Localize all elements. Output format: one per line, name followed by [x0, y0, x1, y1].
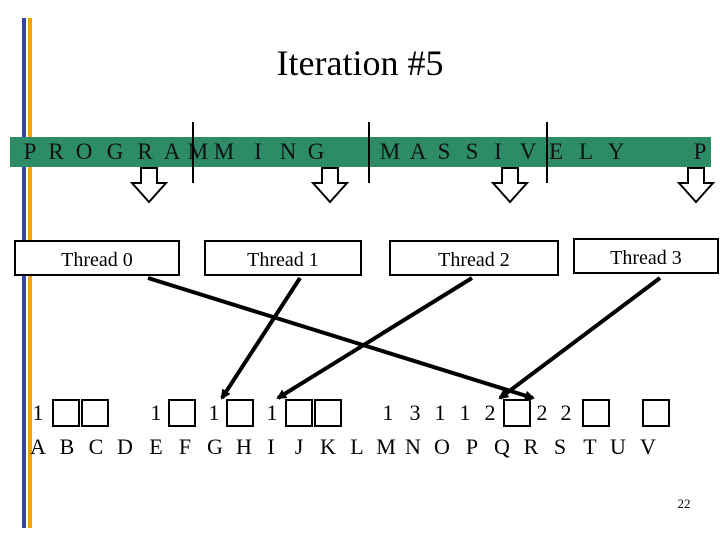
alphabet-letter: T	[583, 434, 597, 459]
thread-2-box: Thread 2	[389, 240, 559, 276]
banner-char: R	[137, 139, 153, 164]
banner-char: E	[548, 139, 564, 164]
thread-3-box: Thread 3	[573, 238, 719, 274]
alphabet-letter: N	[405, 434, 421, 459]
histogram-count: 2	[560, 400, 572, 425]
alphabet-letter: A	[30, 434, 46, 459]
down-arrow-icon	[129, 167, 169, 204]
banner-char: A	[163, 139, 181, 164]
alphabet-letter: G	[207, 434, 223, 459]
alphabet-letter: U	[610, 434, 626, 459]
histogram-empty-cell	[168, 399, 196, 427]
banner-char: M	[213, 139, 235, 164]
histogram-count: 1	[32, 400, 44, 425]
arrow-thread0-to-histogram	[147, 276, 535, 401]
histogram-count: 3	[409, 400, 421, 425]
slide-title: Iteration #5	[276, 43, 444, 83]
banner-char: P	[693, 139, 707, 164]
input-string-banner	[10, 137, 711, 167]
thread-0-box: Thread 0	[14, 240, 180, 276]
down-arrow-icon	[310, 167, 350, 204]
arrow-thread2-to-histogram	[276, 276, 474, 400]
banner-char: P	[23, 139, 37, 164]
banner-char: S	[437, 139, 451, 164]
histogram-count: 1	[150, 400, 162, 425]
banner-char: V	[519, 139, 537, 164]
alphabet-letter: B	[59, 434, 75, 459]
alphabet-letter: D	[117, 434, 133, 459]
alphabet-letter: V	[640, 434, 656, 459]
histogram-count: 1	[459, 400, 471, 425]
banner-char: G	[106, 139, 124, 164]
alphabet-letter: Q	[494, 434, 510, 459]
banner-char: O	[75, 139, 93, 164]
histogram-empty-cell	[81, 399, 109, 427]
histogram-count: 1	[382, 400, 394, 425]
alphabet-letter: L	[350, 434, 364, 459]
alphabet-letter: I	[267, 434, 275, 459]
histogram-empty-cell	[503, 399, 531, 427]
histogram-empty-cell	[52, 399, 80, 427]
page-number: 22	[677, 496, 691, 511]
histogram-empty-cell	[226, 399, 254, 427]
arrow-thread1-to-histogram	[220, 276, 302, 400]
histogram-count: 1	[208, 400, 220, 425]
banner-char: S	[465, 139, 479, 164]
banner-char: Y	[607, 139, 625, 164]
banner-char: A	[409, 139, 427, 164]
histogram-empty-cell	[642, 399, 670, 427]
banner-char: I	[254, 139, 262, 164]
alphabet-letter: H	[236, 434, 252, 459]
down-arrow-icon	[676, 167, 716, 204]
banner-char: G	[307, 139, 325, 164]
banner-char: M	[379, 139, 401, 164]
thread-1-box: Thread 1	[204, 240, 362, 276]
alphabet-letter: J	[294, 434, 304, 459]
alphabet-letter: K	[320, 434, 336, 459]
histogram-empty-cell	[314, 399, 342, 427]
histogram-count: 2	[484, 400, 496, 425]
banner-char: N	[279, 139, 297, 164]
down-arrow-icon	[490, 167, 530, 204]
histogram-empty-cell	[285, 399, 313, 427]
alphabet-letter: O	[434, 434, 450, 459]
alphabet-letter: M	[376, 434, 396, 459]
alphabet-letter: R	[523, 434, 539, 459]
histogram-empty-cell	[582, 399, 610, 427]
histogram-count: 1	[266, 400, 278, 425]
banner-char: R	[48, 139, 64, 164]
arrow-thread3-to-histogram	[498, 276, 662, 400]
alphabet-letter: S	[553, 434, 567, 459]
alphabet-letter: F	[178, 434, 192, 459]
alphabet-letter: E	[149, 434, 163, 459]
banner-char: I	[494, 139, 502, 164]
alphabet-letter: C	[88, 434, 104, 459]
histogram-count: 2	[536, 400, 548, 425]
histogram-count: 1	[434, 400, 446, 425]
alphabet-letter: P	[465, 434, 479, 459]
banner-char: L	[578, 139, 594, 164]
